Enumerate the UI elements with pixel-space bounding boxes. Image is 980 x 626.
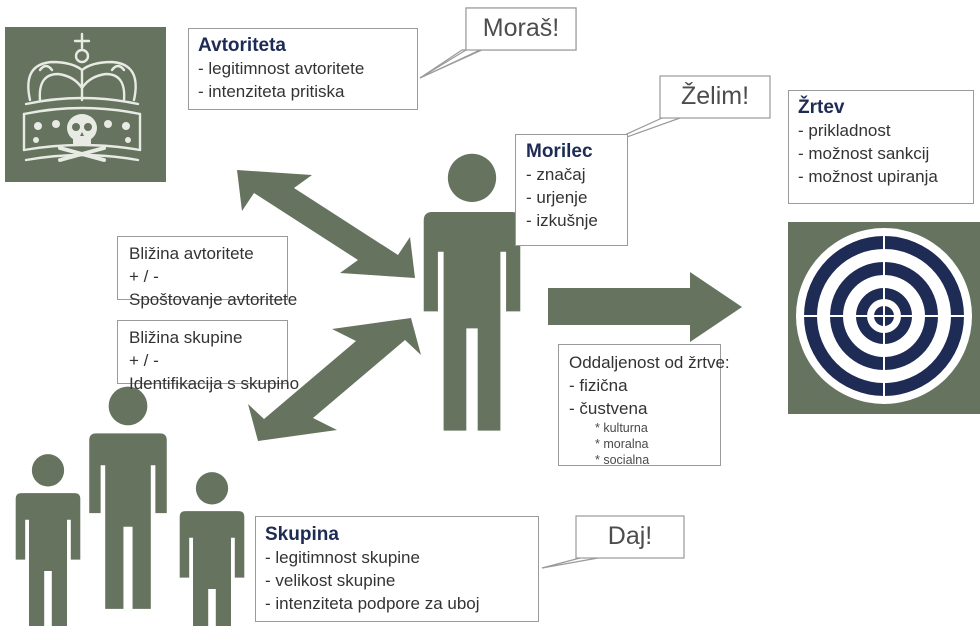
zrtev-item: - možnost sankcij <box>798 144 930 163</box>
person-silhouette-icon <box>89 386 167 609</box>
daj-bubble-text: Daj! <box>607 522 653 550</box>
zrtev-title: Žrtev <box>798 97 845 118</box>
morilec-item: - urjenje <box>526 188 588 207</box>
person-silhouette-icon <box>15 454 81 626</box>
authority-double-arrow <box>237 170 415 278</box>
person-silhouette-icon <box>423 153 521 431</box>
zrtev-box: Žrtev - prikladnost - možnost sankcij - … <box>788 90 974 204</box>
morilec-item: - izkušnje <box>526 211 598 230</box>
skupina-item: - velikost skupine <box>265 571 396 590</box>
skupina-item: - intenziteta podpore za uboj <box>265 594 480 613</box>
note-line: Bližina avtoritete <box>129 244 254 263</box>
avtoriteta-box: Avtoriteta - legitimnost avtoritete - in… <box>188 28 418 110</box>
daj-speech-bubble <box>541 515 685 569</box>
morilec-item: - značaj <box>526 165 586 184</box>
note-line: Identifikacija s skupino <box>129 374 300 393</box>
person-silhouette-icon <box>179 472 245 626</box>
note-line: Bližina skupine <box>129 328 243 347</box>
victim-distance-note: Oddaljenost od žrtve: - fizična - čustve… <box>558 344 730 467</box>
zrtev-item: - prikladnost <box>798 121 891 140</box>
bullseye-target-icon <box>788 222 980 414</box>
note-line: Spoštovanje avtoritete <box>129 290 298 309</box>
avtoriteta-item: - legitimnost avtoritete <box>198 59 365 78</box>
skupina-item: - legitimnost skupine <box>265 548 420 567</box>
distance-heading: Oddaljenost od žrtve: <box>569 353 730 372</box>
note-subline: * socialna <box>595 453 650 467</box>
zelim-bubble-text: Želim! <box>680 82 750 110</box>
group-double-arrow <box>248 318 421 441</box>
group-proximity-note: Bližina skupine + / - Identifikacija s s… <box>117 320 299 393</box>
moras-speech-bubble <box>419 7 577 79</box>
morilec-title: Morilec <box>526 141 593 162</box>
note-subline: * moralna <box>595 437 649 451</box>
avtoriteta-item: - intenziteta pritiska <box>198 82 345 101</box>
note-line: + / - <box>129 351 159 370</box>
note-line: + / - <box>129 267 159 286</box>
avtoriteta-title: Avtoriteta <box>198 35 286 56</box>
note-line: - čustvena <box>569 399 648 418</box>
authority-proximity-note: Bližina avtoritete + / - Spoštovanje avt… <box>117 236 297 309</box>
skupina-title: Skupina <box>265 524 339 545</box>
zelim-speech-bubble <box>595 75 771 149</box>
zrtev-item: - možnost upiranja <box>798 167 938 186</box>
skupina-box: Skupina - legitimnost skupine - velikost… <box>255 516 539 622</box>
morilec-box: Morilec - značaj - urjenje - izkušnje <box>515 134 628 246</box>
note-subline: * kulturna <box>595 421 648 435</box>
crown-with-skull-icon <box>5 27 166 182</box>
note-line: - fizična <box>569 376 628 395</box>
victim-arrow <box>548 272 742 342</box>
moras-bubble-text: Moraš! <box>482 14 560 42</box>
